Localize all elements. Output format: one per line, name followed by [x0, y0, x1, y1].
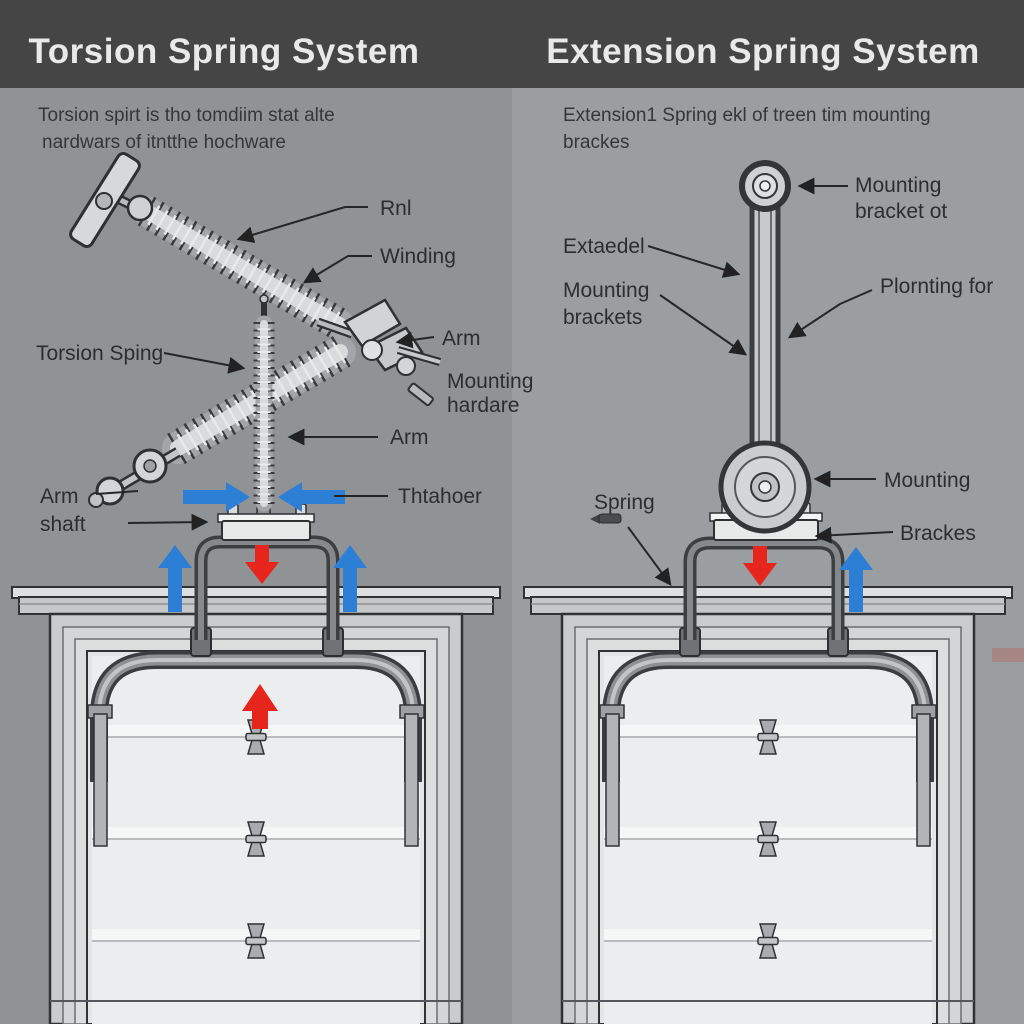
- torsion-spring-upper: [133, 196, 355, 341]
- torsion-end-flange: [69, 152, 154, 248]
- torsion-door-up-arrow: [242, 684, 278, 729]
- label-rod: Rnl: [380, 197, 412, 220]
- inward-force-arrows: [183, 482, 345, 512]
- torsion-panel: Rnl Winding Arm Mounting hardare Arm Tht…: [12, 152, 533, 1024]
- extension-title: Extension Spring System: [546, 32, 980, 71]
- extension-track: [749, 186, 781, 488]
- label-arm-shaft-1: Arm: [40, 485, 79, 508]
- label-winding: Winding: [380, 245, 456, 268]
- bottom-pulley-wheel: [718, 440, 812, 534]
- top-pulley: [739, 160, 791, 212]
- label-mounting-bracket-2: bracket ot: [855, 200, 947, 223]
- label-mounting-brackets-2: brackets: [563, 306, 642, 329]
- torsion-subtitle-line2: nardwars of itntthe hochware: [42, 132, 286, 153]
- label-torsion-spring: Torsion Sping: [36, 342, 163, 365]
- torsion-lift-arrows: [158, 545, 367, 612]
- extension-lift-arrow: [839, 547, 873, 612]
- label-brackets-plate: Brackes: [900, 522, 976, 545]
- edge-artifact: [992, 648, 1024, 662]
- torsion-down-arrow: [245, 545, 279, 584]
- center-tension-spring: [253, 294, 275, 512]
- label-mounting-bracket-1: Mounting: [855, 174, 941, 197]
- extension-subtitle-line2: brackes: [563, 132, 630, 153]
- label-mounting-hardware-1: Mounting: [447, 370, 533, 393]
- extension-subtitle-line1: Extension1 Spring ekl of treen tim mount…: [563, 105, 931, 126]
- torsion-subtitle-line1: Torsion spirt is tho tomdiim stat alte: [38, 105, 335, 126]
- arm-shaft-assembly: [88, 447, 181, 508]
- torsion-header-bracket: [190, 535, 344, 657]
- torsion-garage-door: [12, 587, 500, 1024]
- label-spring: Spring: [594, 491, 655, 514]
- label-arm-shaft-2: shaft: [40, 513, 86, 536]
- label-arm-upper: Arm: [442, 327, 481, 350]
- header-bar: [0, 0, 1024, 88]
- extension-down-arrow: [743, 546, 777, 586]
- label-pointing-for: Plornting for: [880, 275, 993, 298]
- extension-garage-door: [524, 587, 1012, 1024]
- label-mounting-brackets-1: Mounting: [563, 279, 649, 302]
- torsion-leaders: [95, 206, 435, 531]
- label-tensioner: Thtahoer: [398, 485, 482, 508]
- label-extended: Extaedel: [563, 235, 645, 258]
- label-arm-lower: Arm: [390, 426, 429, 449]
- label-mounting-pulley: Mounting: [884, 469, 970, 492]
- label-mounting-hardware-2: hardare: [447, 394, 519, 417]
- torsion-title: Torsion Spring System: [28, 32, 419, 71]
- extension-panel: Mounting bracket ot Extaedel Mounting br…: [524, 160, 1024, 1024]
- extension-leaders: [627, 177, 894, 587]
- extension-header-bracket: [679, 536, 849, 657]
- spring-bolt-glyph: [590, 513, 622, 524]
